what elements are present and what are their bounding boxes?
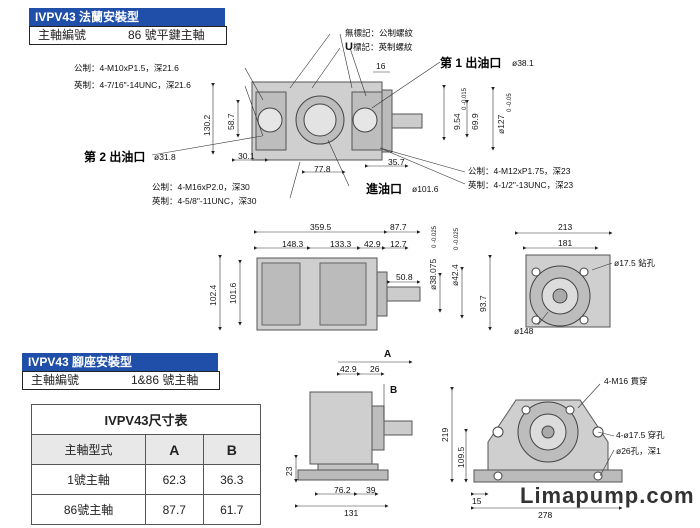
outlet1-diameter: ø38.1 <box>512 58 534 68</box>
dim-38-075: ø38.075 <box>428 258 438 290</box>
dim-15: 15 <box>472 496 482 506</box>
table-header-row: 主軸型式 A B <box>30 434 262 465</box>
outlet2-diameter: ø31.8 <box>154 152 176 162</box>
dim-42-tol: 0 -0.025 <box>454 227 460 250</box>
outlet1-thread-imperial: 英制：4-1/2"-13UNC，深23 <box>468 180 574 190</box>
foot-side-dimension-lines <box>294 360 413 508</box>
dim-76-2: 76.2 <box>334 485 351 495</box>
dim-101-6: 101.6 <box>228 282 238 304</box>
dim-39: 39 <box>366 485 376 495</box>
top-view-leaders <box>151 33 466 199</box>
dim-133-3: 133.3 <box>330 239 352 249</box>
foot-shaft-label: 主軸編號 <box>31 373 80 387</box>
watermark-logo: Limapump.com <box>520 483 695 508</box>
table-header-a: A <box>145 434 204 465</box>
table-row: 1號主軸 62.3 36.3 <box>30 464 262 495</box>
inlet-thread-imperial: 英制：4-5/8"-11UNC，深30 <box>152 196 257 206</box>
dim-359-5: 359.5 <box>310 222 332 232</box>
legend-u-mark-row: U標記：英制螺紋 <box>345 41 413 53</box>
table-cell-a: 62.3 <box>145 464 204 495</box>
dim-181: 181 <box>558 238 573 248</box>
flange-shaft-row: 主軸編號 86 號平鍵主軸 <box>29 26 227 45</box>
dim-23: 23 <box>284 466 294 476</box>
dim-130-2: 130.2 <box>202 114 212 136</box>
outlet2-label: 第 2 出油口 <box>84 150 146 164</box>
dim-16: 16 <box>376 61 386 71</box>
inlet-thread-metric: 公制：4-M16xP2.0，深30 <box>152 182 250 192</box>
foot-end-view-body <box>473 399 623 483</box>
dim-131: 131 <box>344 508 359 518</box>
dim-12-7: 12.7 <box>390 239 407 249</box>
dim-9-54-tol: 0 -0.015 <box>462 87 468 110</box>
dim-148: ø148 <box>514 326 534 336</box>
foot-end-dimension-lines <box>450 383 623 510</box>
dim-109-5: 109.5 <box>456 446 466 468</box>
flange-shaft-value: 86 號平鍵主軸 <box>128 28 205 42</box>
side-view-dimension-lines <box>218 230 492 331</box>
table-cell-shaft: 1號主軸 <box>30 464 147 495</box>
flange-section-title: IVPV43 法蘭安裝型 <box>29 8 225 26</box>
dim-38-tol: 0 -0.025 <box>432 225 438 248</box>
dim-213: 213 <box>558 222 573 232</box>
dim-148-3: 148.3 <box>282 239 304 249</box>
dim-a-label: A <box>384 349 392 360</box>
dim-42-9: 42.9 <box>364 239 381 249</box>
outlet1-label: 第 1 出油口 <box>440 56 502 70</box>
legend-u-prefix: U <box>345 41 353 53</box>
table-header-shaft: 主軸型式 <box>30 434 147 465</box>
outlet2-thread-metric: 公制：4-M10xP1.5，深21.6 <box>74 63 179 73</box>
dim-87-7: 87.7 <box>390 222 407 232</box>
dim-127-tol: 0 -0.05 <box>507 93 513 112</box>
dim-127: ø127 <box>496 114 506 134</box>
legend-no-mark: 無標記：公制螺紋 <box>345 28 414 38</box>
outlet2-thread-imperial: 英制：4-7/16"-14UNC，深21.6 <box>74 80 191 90</box>
table-header-b: B <box>202 434 262 465</box>
table-cell-shaft: 86號主軸 <box>30 494 147 525</box>
legend-u-mark: 標記：英制螺紋 <box>352 42 413 52</box>
dim-b-label: B <box>390 385 398 396</box>
dim-26-foot: 26 <box>370 364 380 374</box>
top-view-pump-body <box>251 81 423 161</box>
dimension-table: IVPV43尺寸表 主軸型式 A B 1號主軸 62.3 36.3 86號主軸 … <box>30 404 262 525</box>
dim-17-5-through: 4-ø17.5 穿孔 <box>616 430 665 440</box>
foot-section-title: IVPV43 腳座安裝型 <box>22 353 218 371</box>
dim-42-9-foot: 42.9 <box>340 364 357 374</box>
m16-through-holes: 4-M16 貫穿 <box>604 376 648 386</box>
dim-26-counterbore: ø26孔，深1 <box>616 446 661 456</box>
foot-shaft-value: 1&86 號主軸 <box>131 373 199 387</box>
side-view-pump-body <box>256 257 421 331</box>
dim-219: 219 <box>440 427 450 442</box>
dim-278: 278 <box>538 510 553 520</box>
foot-side-view-body <box>297 391 413 481</box>
table-cell-b: 61.7 <box>202 494 262 525</box>
dim-93-7: 93.7 <box>478 295 488 312</box>
dim-102-4: 102.4 <box>208 284 218 306</box>
foot-shaft-row: 主軸編號 1&86 號主軸 <box>22 371 220 390</box>
inlet-diameter: ø101.6 <box>412 184 439 194</box>
dim-35-7: 35.7 <box>388 157 405 167</box>
table-cell-a: 87.7 <box>145 494 204 525</box>
dimension-table-title-row: IVPV43尺寸表 <box>31 404 261 435</box>
end-view-pump-body <box>525 254 611 328</box>
dim-42-4: ø42.4 <box>450 264 460 286</box>
dimension-table-title: IVPV43尺寸表 <box>31 404 261 435</box>
dim-50-8: 50.8 <box>396 272 413 282</box>
dim-30-1: 30.1 <box>238 151 255 161</box>
dim-77-8: 77.8 <box>314 164 331 174</box>
end-view-dimension-lines <box>515 231 613 326</box>
top-view-dimension-lines <box>211 71 495 174</box>
outlet1-thread-metric: 公制：4-M12xP1.75，深23 <box>468 166 571 176</box>
dim-69-9: 69.9 <box>470 113 480 130</box>
table-row: 86號主軸 87.7 61.7 <box>30 494 262 525</box>
table-cell-b: 36.3 <box>202 464 262 495</box>
dim-9-54: 9.54 <box>452 113 462 130</box>
dim-17-5-drill: ø17.5 鉆孔 <box>614 258 656 268</box>
dim-58-7: 58.7 <box>226 113 236 130</box>
flange-shaft-label: 主軸編號 <box>38 28 87 42</box>
inlet-label: 進油口 <box>366 182 403 196</box>
